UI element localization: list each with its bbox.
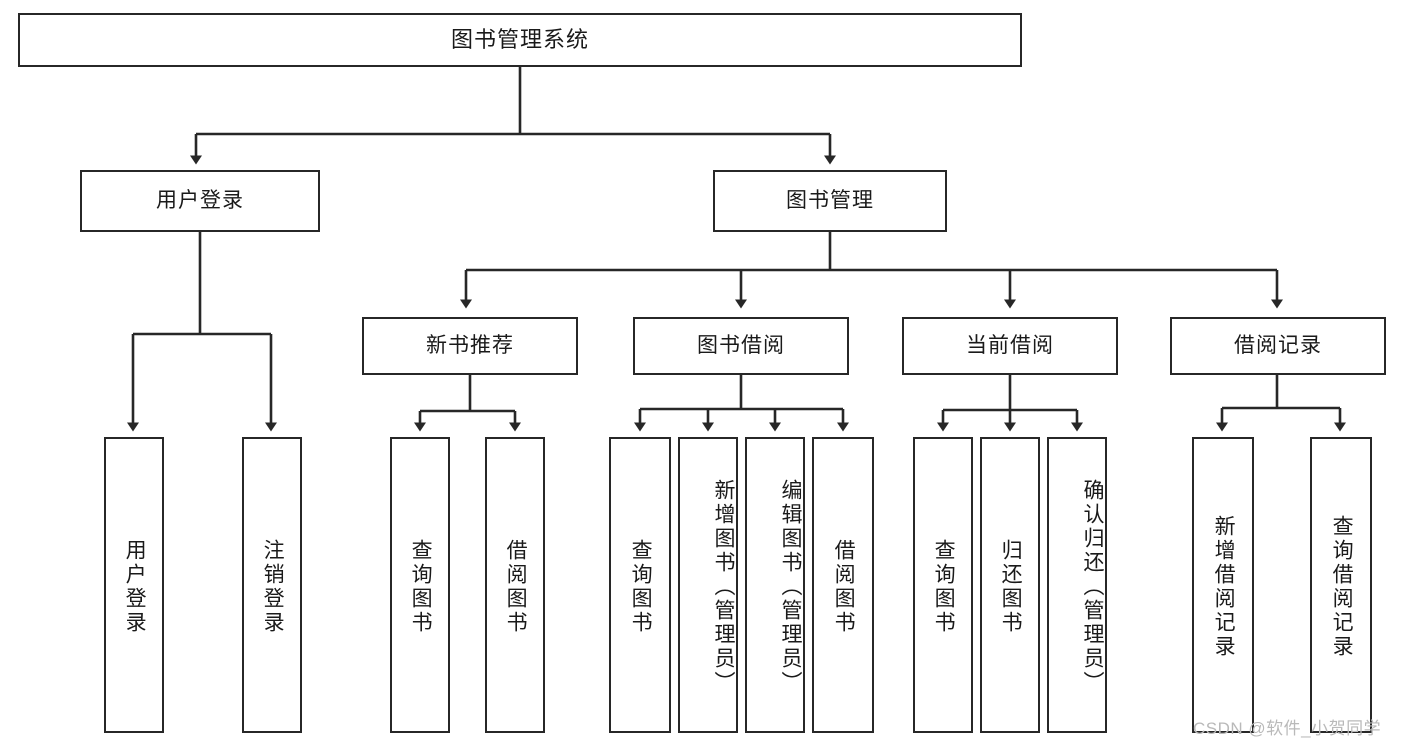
leaf-confirm-return-label: 确认归还（管理员） xyxy=(1081,479,1104,695)
node-new-book-recommend-label: 新书推荐 xyxy=(426,334,514,358)
node-current-borrow[interactable]: 当前借阅 xyxy=(902,317,1118,375)
leaf-add-book-label: 新增图书（管理员） xyxy=(712,479,735,695)
leaf-borrow-book-2[interactable]: 借阅图书 xyxy=(812,437,874,733)
leaf-query-record[interactable]: 查询借阅记录 xyxy=(1310,437,1372,733)
node-root-label: 图书管理系统 xyxy=(450,26,589,52)
node-borrow-record[interactable]: 借阅记录 xyxy=(1170,317,1386,375)
leaf-query-book-2[interactable]: 查询图书 xyxy=(609,437,671,733)
leaf-query-book-2-label: 查询图书 xyxy=(629,539,653,635)
leaf-query-book-3-label: 查询图书 xyxy=(932,539,956,635)
leaf-logout-label: 注销登录 xyxy=(261,539,285,635)
node-new-book-recommend[interactable]: 新书推荐 xyxy=(362,317,578,375)
leaf-add-record[interactable]: 新增借阅记录 xyxy=(1192,437,1254,733)
leaf-user-login-label: 用户登录 xyxy=(123,539,147,635)
node-book-borrow[interactable]: 图书借阅 xyxy=(633,317,849,375)
leaf-borrow-book-1-label: 借阅图书 xyxy=(504,539,528,635)
node-root[interactable]: 图书管理系统 xyxy=(18,13,1022,67)
leaf-return-book[interactable]: 归还图书 xyxy=(980,437,1040,733)
leaf-query-book-3[interactable]: 查询图书 xyxy=(913,437,973,733)
leaf-query-book-1-label: 查询图书 xyxy=(409,539,433,635)
watermark-text: CSDN @软件_小贺同学 xyxy=(1193,719,1382,738)
node-book-management[interactable]: 图书管理 xyxy=(713,170,947,232)
leaf-logout[interactable]: 注销登录 xyxy=(242,437,302,733)
leaf-confirm-return[interactable]: 确认归还（管理员） xyxy=(1047,437,1107,733)
leaf-query-record-label: 查询借阅记录 xyxy=(1330,515,1354,659)
node-current-borrow-label: 当前借阅 xyxy=(966,334,1054,358)
leaf-return-book-label: 归还图书 xyxy=(999,539,1023,635)
leaf-user-login[interactable]: 用户登录 xyxy=(104,437,164,733)
leaf-borrow-book-2-label: 借阅图书 xyxy=(832,539,856,635)
node-book-management-label: 图书管理 xyxy=(786,189,874,213)
node-user-login-label: 用户登录 xyxy=(156,189,244,213)
leaf-edit-book-label: 编辑图书（管理员） xyxy=(779,479,802,695)
leaf-query-book-1[interactable]: 查询图书 xyxy=(390,437,450,733)
leaf-add-book[interactable]: 新增图书（管理员） xyxy=(678,437,738,733)
node-user-login[interactable]: 用户登录 xyxy=(80,170,320,232)
leaf-add-record-label: 新增借阅记录 xyxy=(1212,515,1236,659)
leaf-borrow-book-1[interactable]: 借阅图书 xyxy=(485,437,545,733)
node-borrow-record-label: 借阅记录 xyxy=(1234,334,1322,358)
node-book-borrow-label: 图书借阅 xyxy=(697,334,785,358)
leaf-edit-book[interactable]: 编辑图书（管理员） xyxy=(745,437,805,733)
